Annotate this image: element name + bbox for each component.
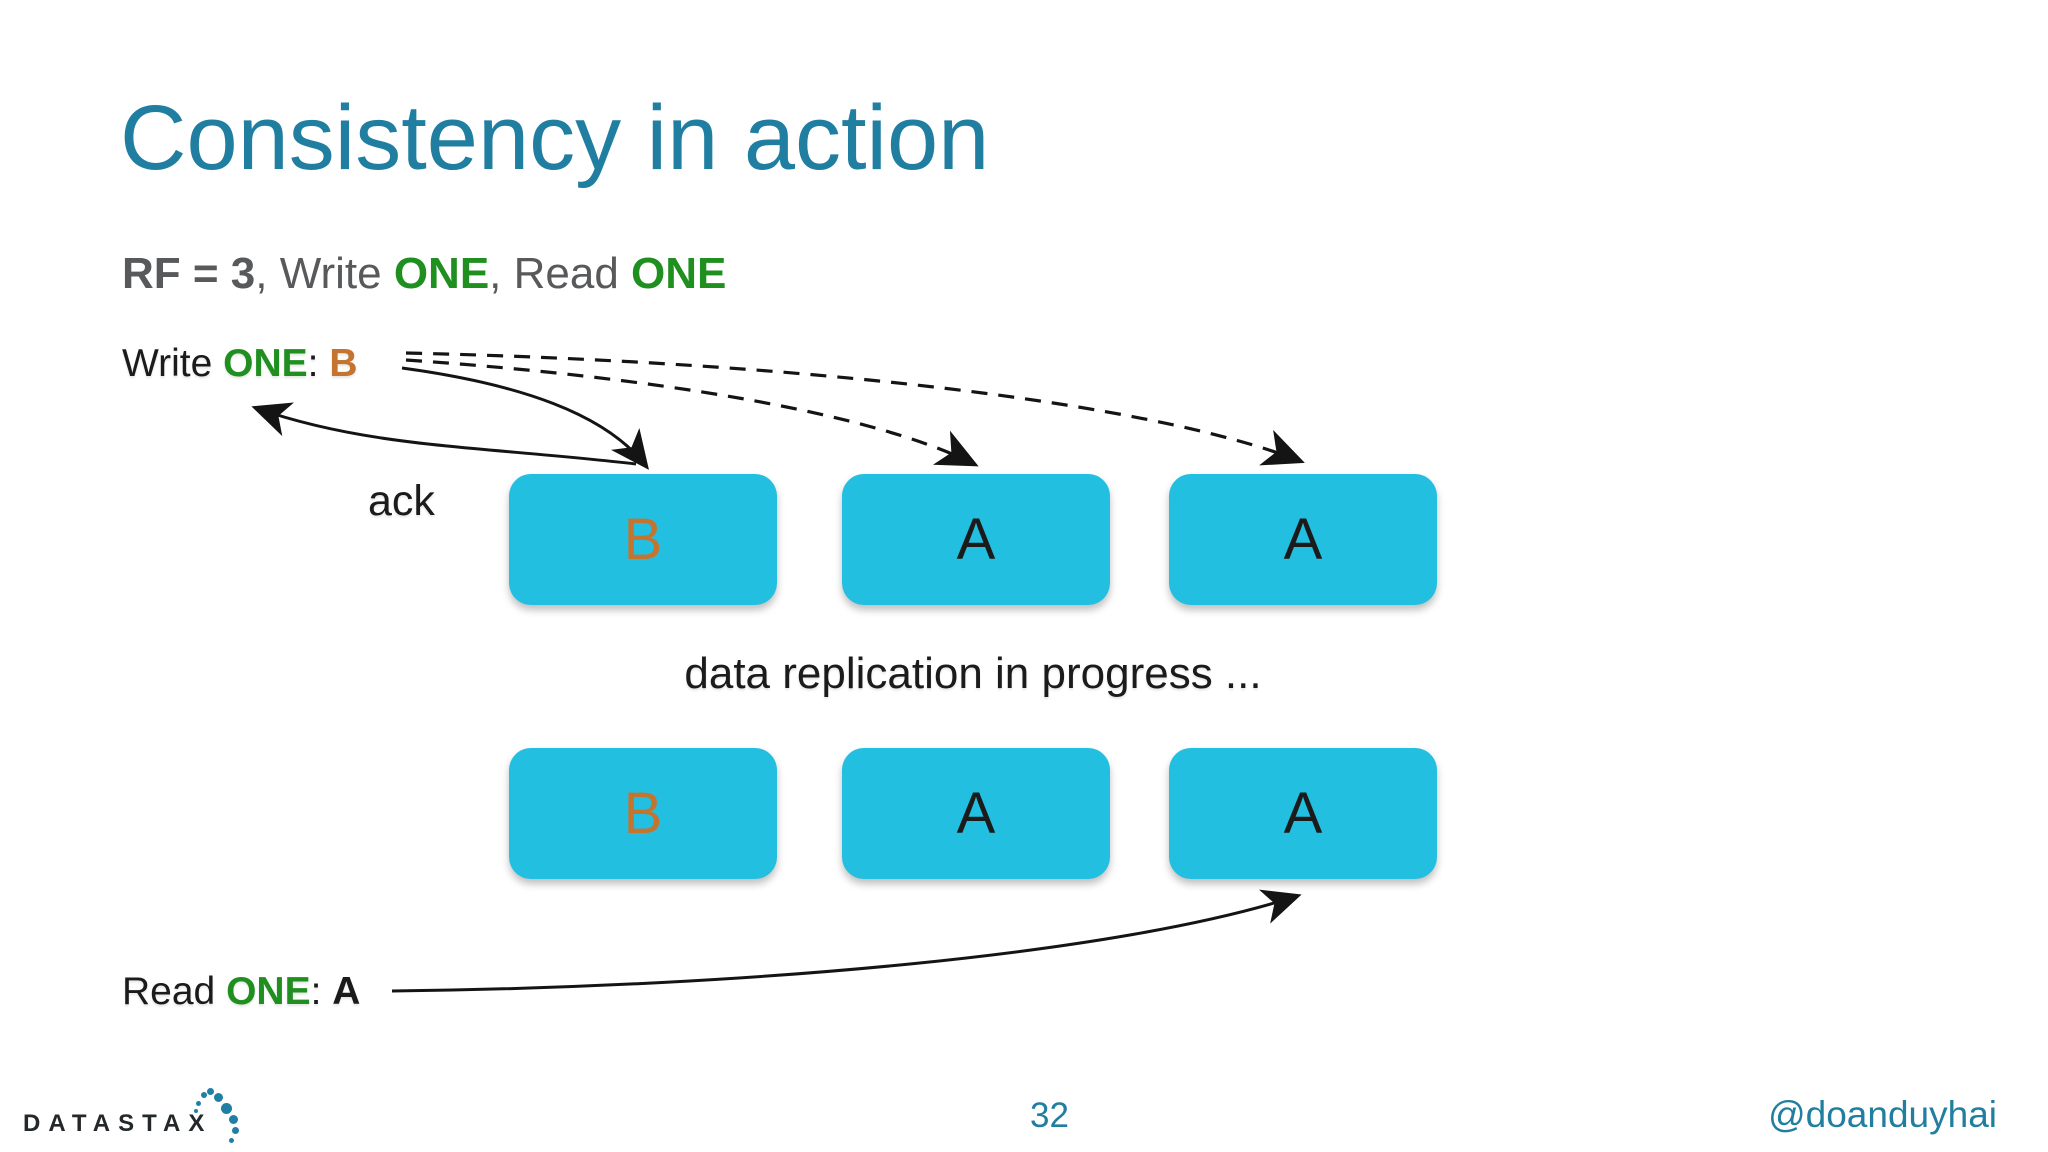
- logo-dot: [214, 1093, 223, 1102]
- text-segment: :: [307, 342, 330, 385]
- ack-label: ack: [368, 477, 435, 525]
- node-row1-replica1: B: [509, 474, 777, 605]
- text-segment: ONE: [223, 342, 308, 385]
- node-row2-replica2: A: [842, 748, 1110, 879]
- read-arrow-to-node3: [391, 889, 1302, 993]
- page-title: Consistency in action: [120, 87, 990, 189]
- logo-dot: [229, 1115, 238, 1124]
- replication-arrow-to-node3: [405, 351, 1305, 466]
- node-row1-replica3: A: [1169, 474, 1437, 605]
- text-segment: Read: [122, 970, 227, 1013]
- node-value: A: [956, 781, 996, 846]
- node-row2-replica1: B: [509, 748, 777, 879]
- text-segment: RF = 3: [122, 249, 256, 298]
- node-row2-replica3: A: [1169, 748, 1437, 879]
- logo-dot: [201, 1092, 207, 1098]
- logo-dot: [221, 1103, 232, 1114]
- logo-dot: [232, 1127, 239, 1134]
- consistency-settings-line: RF = 3, Write ONE, Read ONE: [122, 252, 726, 296]
- text-segment: , Write: [255, 249, 394, 298]
- read-one-label: Read ONE: A: [122, 972, 360, 1011]
- write-one-label: Write ONE: B: [122, 344, 357, 383]
- page-number: 32: [1030, 1096, 1069, 1135]
- text-segment: ONE: [226, 970, 311, 1013]
- write-arrow-to-node1: [401, 366, 649, 470]
- twitter-handle: @doanduyhai: [1768, 1094, 1997, 1135]
- node-value: A: [956, 507, 996, 572]
- replication-arrow-to-node2: [405, 358, 979, 467]
- replication-status-text: data replication in progress ...: [684, 649, 1262, 698]
- node-value: A: [1283, 507, 1323, 572]
- logo-dot: [196, 1101, 201, 1106]
- logo-dot: [207, 1088, 214, 1095]
- logo-dot: [194, 1109, 198, 1113]
- node-row1-replica2: A: [842, 474, 1110, 605]
- ack-arrow: [251, 402, 637, 466]
- node-value: B: [623, 781, 663, 846]
- text-segment: ONE: [631, 249, 727, 298]
- text-segment: A: [332, 970, 361, 1013]
- node-value: A: [1283, 781, 1323, 846]
- text-segment: B: [329, 342, 358, 385]
- datastax-logo-wordmark: DATASTAX: [23, 1110, 213, 1137]
- text-segment: :: [310, 970, 333, 1013]
- node-value: B: [623, 507, 663, 572]
- text-segment: Write: [122, 342, 224, 385]
- logo-dot: [229, 1138, 234, 1143]
- text-segment: , Read: [489, 249, 632, 298]
- text-segment: ONE: [393, 249, 490, 298]
